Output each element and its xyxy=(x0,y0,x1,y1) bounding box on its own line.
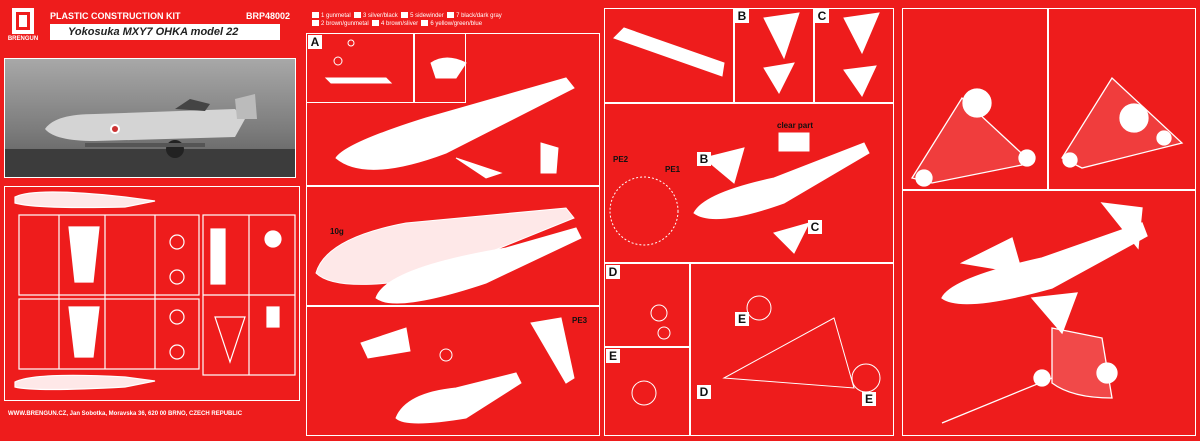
pe2-label: PE2 xyxy=(613,155,629,164)
trolley-step-2-panel xyxy=(1048,8,1196,190)
aircraft-photo xyxy=(4,58,296,178)
wings-panel xyxy=(306,306,600,436)
step-c-panel xyxy=(814,8,894,103)
step-e-marker-3: E xyxy=(862,392,876,406)
sprue-panel xyxy=(4,186,300,401)
step-c-marker: C xyxy=(815,9,829,23)
brand-name: BRENGUN xyxy=(7,36,39,42)
step-a-inset-2 xyxy=(414,33,466,103)
step-d-marker-2: D xyxy=(697,385,711,399)
step-b-panel xyxy=(734,8,814,103)
legend-item: 3 silver/black xyxy=(363,13,398,19)
step-b-marker: B xyxy=(735,9,749,23)
pe3-label: PE3 xyxy=(572,316,588,325)
step-top-panel xyxy=(604,8,734,103)
clear-part-label: clear part xyxy=(777,121,814,130)
step-e-marker: E xyxy=(606,349,620,363)
step-a-inset xyxy=(306,33,414,103)
aircraft-photo-drawing xyxy=(5,94,295,177)
legend-item: 4 brown/sliver xyxy=(381,21,419,27)
pe1-label: PE1 xyxy=(665,165,681,174)
footer-address: WWW.BRENGUN.CZ, Jan Sobotka, Moravska 36… xyxy=(8,411,243,417)
brand-logo-icon xyxy=(12,8,34,34)
legend-item: 2 brown/gunmetal xyxy=(321,21,369,27)
center-drawings xyxy=(315,39,582,424)
kit-code: BRP48002 xyxy=(246,11,291,21)
brand-logo: BRENGUN xyxy=(4,6,42,44)
step-c-marker-2: C xyxy=(808,220,822,234)
legend-item: 6 yellow/green/blue xyxy=(430,21,483,27)
step-e-panel xyxy=(604,347,690,436)
trolley-panel xyxy=(690,263,894,436)
step-d-panel xyxy=(604,263,690,347)
weight-label: 10g xyxy=(330,227,344,236)
step-e-marker-2: E xyxy=(735,312,749,326)
step-a-marker: A xyxy=(308,35,322,49)
trolley-step-1-panel xyxy=(902,8,1048,190)
fuselage-panel xyxy=(306,186,600,306)
right-center-drawings xyxy=(609,12,881,406)
kit-title: Yokosuka MXY7 OHKA model 22 xyxy=(50,24,280,40)
legend-item: 5 sidewinder xyxy=(410,13,444,19)
kit-type: PLASTIC CONSTRUCTION KIT xyxy=(50,11,181,21)
step-b-marker-2: B xyxy=(697,152,711,166)
legend-item: 7 black/dark gray xyxy=(456,13,502,19)
right-drawings xyxy=(910,76,1184,424)
sprue-drawing xyxy=(14,191,296,391)
step-d-marker: D xyxy=(606,265,620,279)
paint-legend: 1 gunmetal 3 silver/black 5 sidewinder 7… xyxy=(312,12,502,28)
assembly-panel xyxy=(604,103,894,263)
legend-item: 1 gunmetal xyxy=(321,13,351,19)
final-view-panel xyxy=(902,190,1196,436)
